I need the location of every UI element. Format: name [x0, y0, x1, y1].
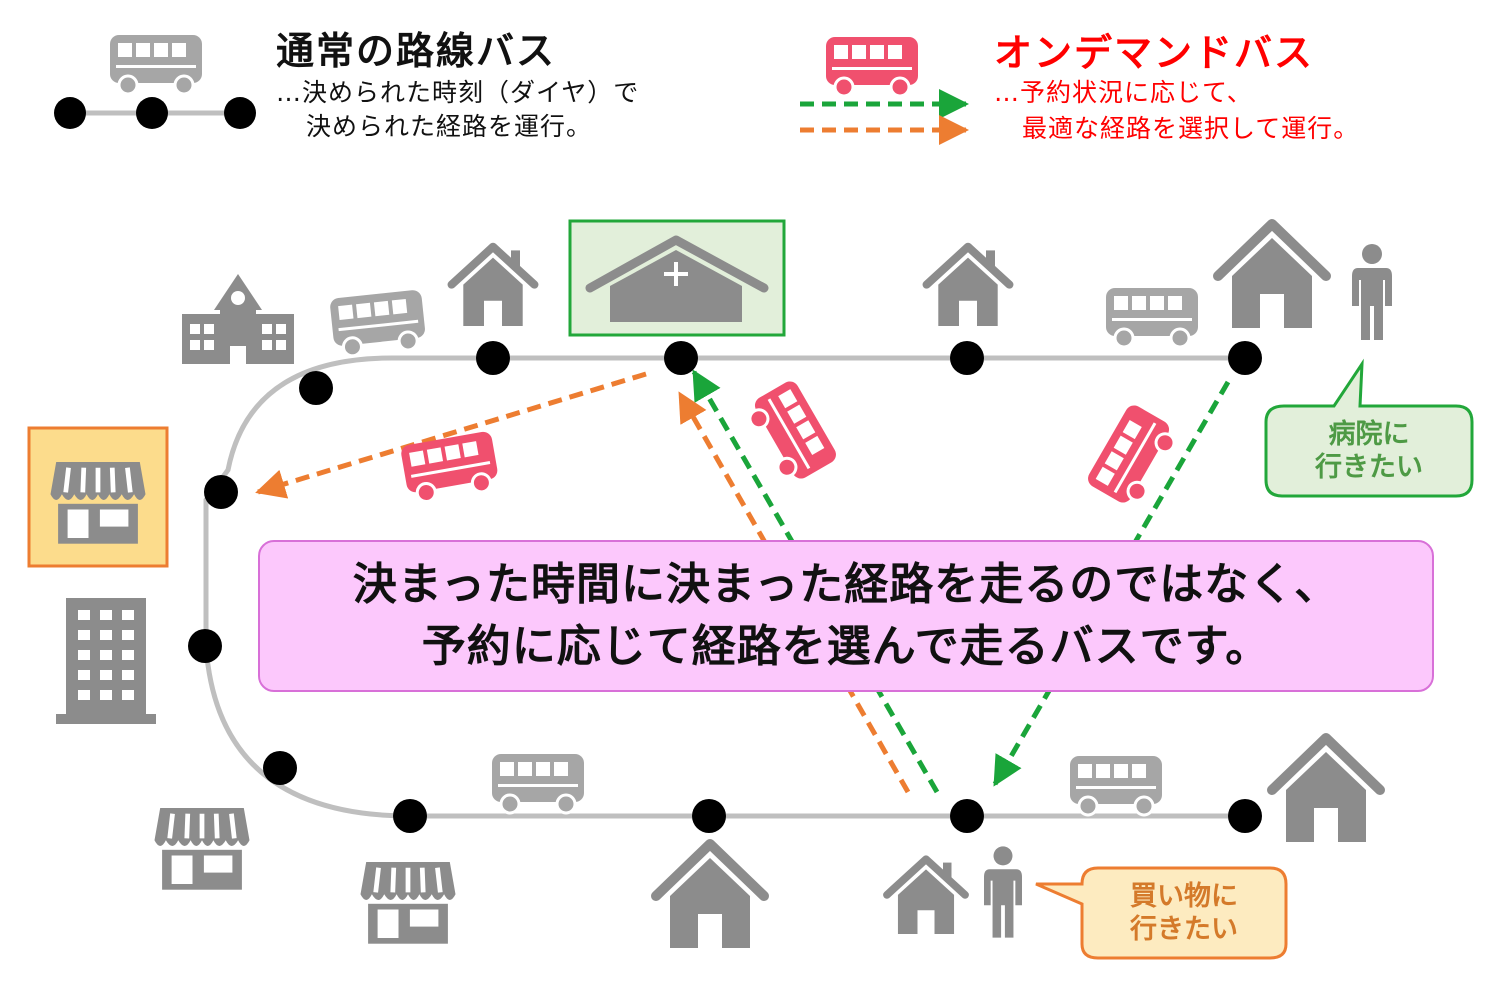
bus-stop: [299, 371, 333, 405]
bus-stop: [188, 629, 222, 663]
hospital-icon: [568, 219, 786, 337]
house-icon: [927, 247, 1010, 326]
person-icon: [984, 846, 1022, 938]
center-message-box: 決まった時間に決まった経路を走るのではなく、 予約に応じて経路を選んで走るバスで…: [258, 540, 1434, 692]
regular-bus-icon: [1068, 754, 1164, 817]
bus-stop: [263, 751, 297, 785]
shop-icon: [155, 808, 250, 890]
house-icon: [887, 859, 965, 934]
bus-stop: [1228, 341, 1262, 375]
shopping-bubble-line-1: 買い物に: [1130, 881, 1238, 912]
bus-stop: [204, 475, 238, 509]
bus-stops: [188, 341, 1262, 833]
shopping-bubble-text: 買い物に 行きたい: [1082, 880, 1286, 946]
center-message-line-1: 決まった時間に決まった経路を走るのではなく、: [352, 559, 1340, 610]
ondemand-bus-icon: [398, 428, 503, 507]
shopping-bubble-line-2: 行きたい: [1130, 914, 1238, 945]
person-icon: [1352, 244, 1392, 340]
legend-regular-desc-1: …決められた時刻（ダイヤ）で: [276, 78, 640, 107]
hospital-bubble-line-2: 行きたい: [1315, 452, 1423, 483]
legend-stop-2: [136, 97, 168, 129]
legend-ondemand-desc-1: …予約状況に応じて、: [994, 78, 1253, 107]
bus-stop: [1228, 799, 1262, 833]
shop-icon: [361, 862, 456, 944]
house-icon: [656, 844, 764, 948]
legend-ondemand-desc-2: 最適な経路を選択して運行。: [1022, 114, 1360, 143]
house-icon: [1272, 738, 1380, 842]
office-building-icon: [56, 598, 156, 724]
hospital-speech-bubble: [1264, 358, 1474, 498]
orange-route-to-shop: [255, 371, 647, 499]
legend-regular-desc-2: 決められた経路を運行。: [306, 112, 593, 141]
house-icon: [1218, 224, 1326, 328]
legend-regular-bus-icon: [108, 33, 204, 96]
ondemand-bus-icon: [740, 376, 841, 489]
bus-stop: [950, 799, 984, 833]
regular-bus-icon: [1104, 286, 1200, 349]
bus-stop: [664, 341, 698, 375]
bus-stop: [692, 799, 726, 833]
school-icon: [182, 274, 294, 364]
legend-ondemand-bus-icon: [824, 35, 920, 98]
hospital-bubble-line-1: 病院に: [1328, 419, 1410, 450]
bus-stop: [476, 341, 510, 375]
regular-bus-icon: [327, 287, 429, 360]
hospital-bubble-text: 病院に 行きたい: [1266, 418, 1472, 484]
legend-regular-title: 通常の路線バス: [276, 29, 557, 73]
legend-stop-3: [224, 97, 256, 129]
legend-ondemand-title: オンデマンドバス: [994, 31, 1315, 75]
house-icon: [452, 247, 535, 326]
regular-bus-icon: [490, 752, 586, 815]
center-message-line-2: 予約に応じて経路を選んで走るバスです。: [421, 621, 1271, 672]
legend-stop-1: [54, 97, 86, 129]
shopping-speech-bubble: [1035, 866, 1288, 960]
ondemand-bus-icon: [1083, 400, 1184, 513]
shop-icon: [27, 426, 169, 568]
bus-stop: [393, 799, 427, 833]
bus-stop: [950, 341, 984, 375]
